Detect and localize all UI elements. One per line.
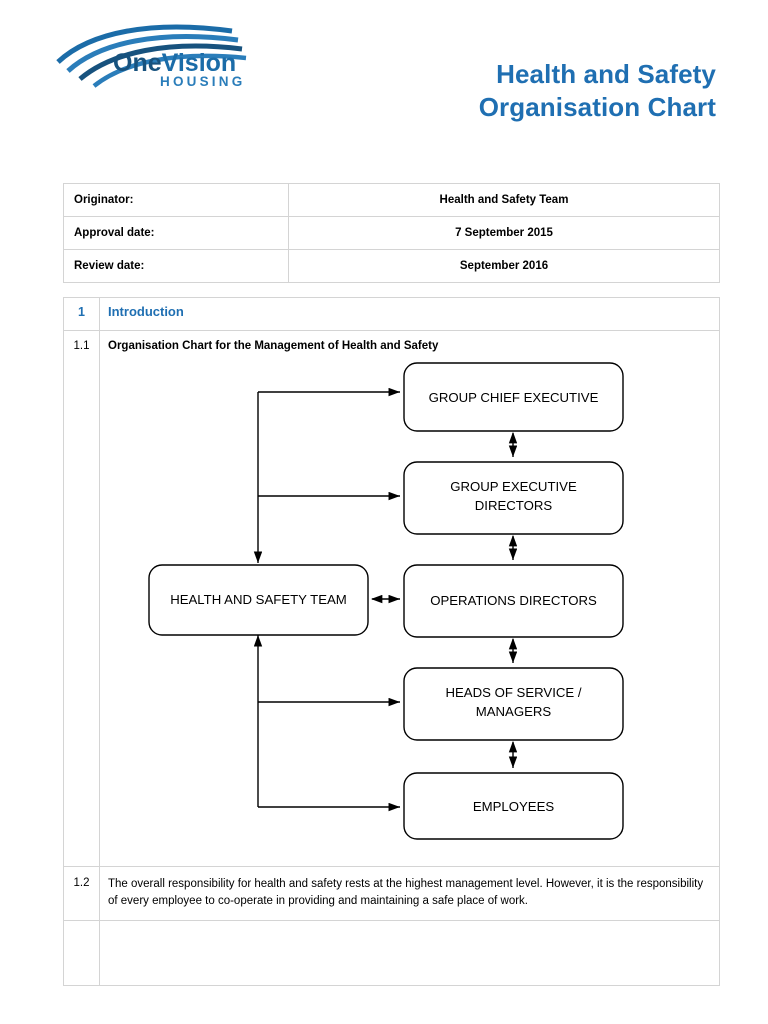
node-label-operations-directors: OPERATIONS DIRECTORS: [430, 593, 597, 608]
clause-1-1-row: 1.1 Organisation Chart for the Managemen…: [63, 330, 720, 867]
table-row: Review date: September 2016: [63, 249, 720, 283]
meta-label-review-date: Review date:: [63, 249, 289, 283]
node-heads-of-service-managers: [403, 667, 624, 741]
page-title-line-1: Health and Safety: [496, 59, 716, 89]
section-title: Introduction: [99, 297, 720, 331]
node-label-group-executive-directors-line1: GROUP EXECUTIVE: [450, 479, 577, 494]
node-label-employees: EMPLOYEES: [473, 799, 555, 814]
node-label-heads-of-service-line2: MANAGERS: [476, 704, 552, 719]
page-title-line-2: Organisation Chart: [478, 92, 716, 123]
document-metadata-table: Originator: Health and Safety Team Appro…: [63, 183, 720, 283]
clause-1-2-body: The overall responsibility for health an…: [99, 866, 720, 921]
logo-housing-text: HOUSING: [160, 74, 245, 89]
introduction-section-table: 1 Introduction 1.1 Organisation Chart fo…: [63, 297, 720, 986]
table-row: Approval date: 7 September 2015: [63, 216, 720, 250]
spacer-body-cell: [99, 919, 720, 986]
table-trailing-spacer-row: [63, 919, 720, 986]
node-label-group-executive-directors-line2: DIRECTORS: [475, 498, 553, 513]
clause-1-2-row: 1.2 The overall responsibility for healt…: [63, 866, 720, 921]
clause-1-2-text: The overall responsibility for health an…: [108, 878, 704, 908]
logo-artwork: OneVision HOUSING: [56, 24, 247, 89]
node-label-group-chief-executive: GROUP CHIEF EXECUTIVE: [429, 390, 599, 405]
node-label-health-and-safety-team: HEALTH AND SAFETY TEAM: [170, 592, 347, 607]
clause-1-1-body: Organisation Chart for the Management of…: [99, 330, 720, 867]
meta-value-review-date: September 2016: [288, 249, 720, 283]
node-label-heads-of-service-line1: HEADS OF SERVICE /: [445, 685, 581, 700]
logo-wordmark: OneVision: [113, 49, 236, 77]
section-heading-row: 1 Introduction: [63, 297, 720, 331]
clause-1-1-heading: Organisation Chart for the Management of…: [108, 340, 439, 352]
node-employees: [403, 772, 624, 840]
clause-number-1-1: 1.1: [63, 330, 100, 867]
node-group-chief-executive: [403, 362, 624, 432]
page-title: Health and Safety Organisation Chart: [296, 58, 716, 125]
meta-value-originator: Health and Safety Team: [288, 183, 720, 217]
organisation-chart: GROUP CHIEF EXECUTIVE GROUP EXECUTIVE DI…: [104, 358, 724, 866]
organisation-chart-svg: GROUP CHIEF EXECUTIVE GROUP EXECUTIVE DI…: [148, 362, 624, 840]
section-number: 1: [63, 297, 100, 331]
connector-downward-group: [253, 634, 401, 812]
meta-label-approval-date: Approval date:: [63, 216, 289, 250]
node-health-and-safety-team: [148, 564, 369, 636]
table-row: Originator: Health and Safety Team: [63, 183, 720, 217]
onevision-housing-logo: OneVision HOUSING: [56, 18, 296, 90]
node-group-executive-directors: [403, 461, 624, 535]
page-header: OneVision HOUSING Health and Safety Orga…: [0, 0, 768, 160]
connector-upward-group: [253, 387, 401, 564]
node-operations-directors: [403, 564, 624, 638]
logo-swoosh-icon: [56, 24, 247, 88]
spacer-number-cell: [63, 919, 100, 986]
clause-number-1-2: 1.2: [63, 866, 100, 921]
meta-value-approval-date: 7 September 2015: [288, 216, 720, 250]
meta-label-originator: Originator:: [63, 183, 289, 217]
